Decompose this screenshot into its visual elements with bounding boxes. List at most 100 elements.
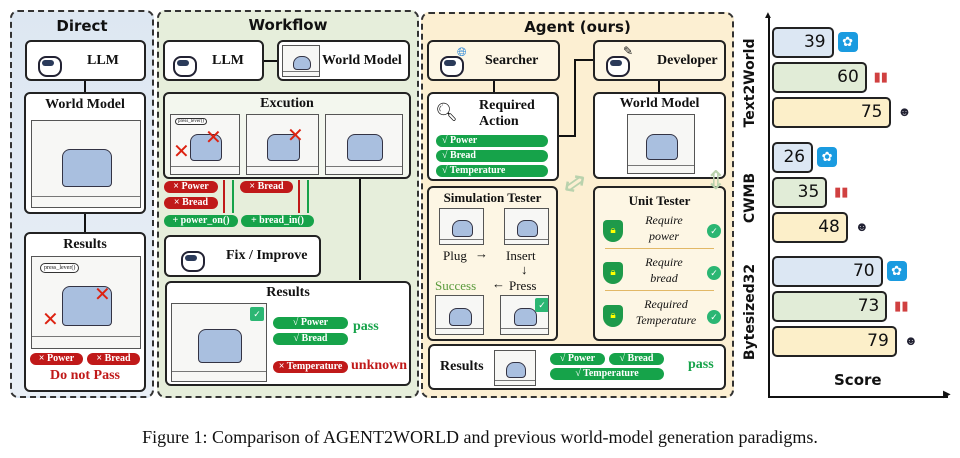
bar-value-label: 39 [803,32,826,52]
toaster-image: ✓ [500,295,549,335]
required-action-box: 🔍︎ Required Action √ Power √ Bread √ Tem… [427,92,559,181]
bar-value-label: 70 [852,261,875,281]
fail-pill: × Temperature [273,361,348,373]
fix-pill: + bread_in() [241,215,314,227]
step-insert: Insert [506,248,536,263]
bar-value-label: 48 [818,217,840,237]
arrow [658,81,660,92]
world-model-label: World Model [45,97,125,112]
toaster-image: ✓ [171,303,267,382]
toaster-image [435,295,484,335]
toaster-image: press_lever() ✕ ✕ [31,256,141,349]
pass-pill: √ Power [550,353,605,365]
bar-value-label: 75 [860,102,883,122]
figure-caption: Figure 1: Comparison of AGENT2WORLD and … [142,427,818,447]
direct-llm-box: LLM [25,40,146,81]
step-success: Success [435,278,477,293]
required-action-label: Required Action [479,98,535,129]
arrow-right-icon: → [475,246,488,261]
fail-pill: × Power [164,181,218,193]
unit-test-label: Require power [645,213,683,243]
bar: 26 [772,142,814,173]
robot-icon [35,50,62,77]
bar-value-label: 35 [797,182,820,202]
bar: 35 [772,177,828,208]
arrow [574,59,593,61]
toaster-image [325,114,403,175]
bar-value-label: 60 [837,67,859,87]
check-circle-icon: ✓ [707,266,721,280]
pass-pill: √ Power [273,317,348,329]
action-pill: √ Power [436,135,548,147]
bar-value-label: 26 [783,147,806,167]
bar: 79 [772,326,897,357]
developer-box: ✎ Developer [593,40,726,81]
divider [605,248,714,249]
shield-lock-icon: 🔒︎ [603,305,623,327]
agent-results-box: Results √ Power √ Bread √ Temperature pa… [428,344,726,390]
arrow [223,180,225,213]
bar: 70 [772,256,883,287]
check-icon: ✓ [250,307,264,321]
bar-value-label: 73 [857,296,880,316]
agent-title: Agent (ours) [524,18,631,36]
robot-icon: ☻ [897,104,912,119]
arrow [359,179,361,280]
openai-icon: ✿ [837,32,858,52]
search-cloud-icon: 🔍︎ [435,102,458,122]
arrow-left-icon: ← [492,276,505,291]
pass-pill: √ Temperature [550,368,664,380]
x-icon: ✕ [94,282,111,306]
toaster-thumbnail [282,45,320,77]
arrow [84,214,86,232]
bar: 73 [772,291,888,322]
fail-pill: × Power [30,353,83,365]
unit-tester-box: Unit Tester 🔒︎ Require power ✓ 🔒︎ Requir… [593,186,726,341]
arrow [574,59,576,137]
x-axis-arrowhead: ▶ [943,389,951,400]
direct-title: Direct [56,17,108,35]
workflow-llm-box: LLM [163,40,264,81]
y-axis [768,18,770,397]
workflow-world-model-box: World Model [277,40,410,81]
podium-icon: ▮▮ [873,69,888,84]
world-model-label: World Model [322,53,402,68]
shield-lock-icon: 🔒︎ [603,262,623,284]
openai-icon: ✿ [817,147,838,167]
check-circle-icon: ✓ [707,224,721,238]
action-pill: √ Bread [436,150,548,162]
podium-icon: ▮▮ [894,298,909,313]
results-label: Results [440,359,484,374]
searcher-box: 🌐︎ Searcher [427,40,560,81]
unit-test-label: Require bread [645,255,683,285]
results-label: Results [266,285,310,300]
toaster-image [494,350,536,386]
arrow-down-icon: ↓ [521,262,528,277]
robot-icon [178,245,205,272]
toaster-image [627,114,695,174]
category-label: Text2World [742,38,758,128]
podium-icon: ▮▮ [834,184,849,199]
bar: 60 [772,62,867,93]
results-label: Results [63,237,107,252]
bar: 39 [772,27,834,58]
unknown-label: unknown [351,358,408,373]
check-icon: ✓ [535,298,548,312]
pass-label: pass [353,319,379,334]
toaster-image: ✕ [246,114,319,175]
pass-pill: √ Bread [273,333,348,345]
globe-icon: 🌐︎ [457,45,467,59]
execution-label: Excution [260,96,314,111]
toaster-image: press_lever() ✕ ✕ [170,114,240,175]
openai-icon: ✿ [886,261,907,281]
x-axis [768,396,948,398]
robot-icon [603,50,630,77]
fix-improve-box: Fix / Improve [164,235,321,277]
execution-box: Excution press_lever() ✕ ✕ ✕ [163,92,411,179]
world-model-label: World Model [619,96,700,111]
arrow [558,135,575,137]
developer-label: Developer [657,53,718,68]
arrow [232,180,234,213]
x-icon: ✕ [173,139,190,163]
